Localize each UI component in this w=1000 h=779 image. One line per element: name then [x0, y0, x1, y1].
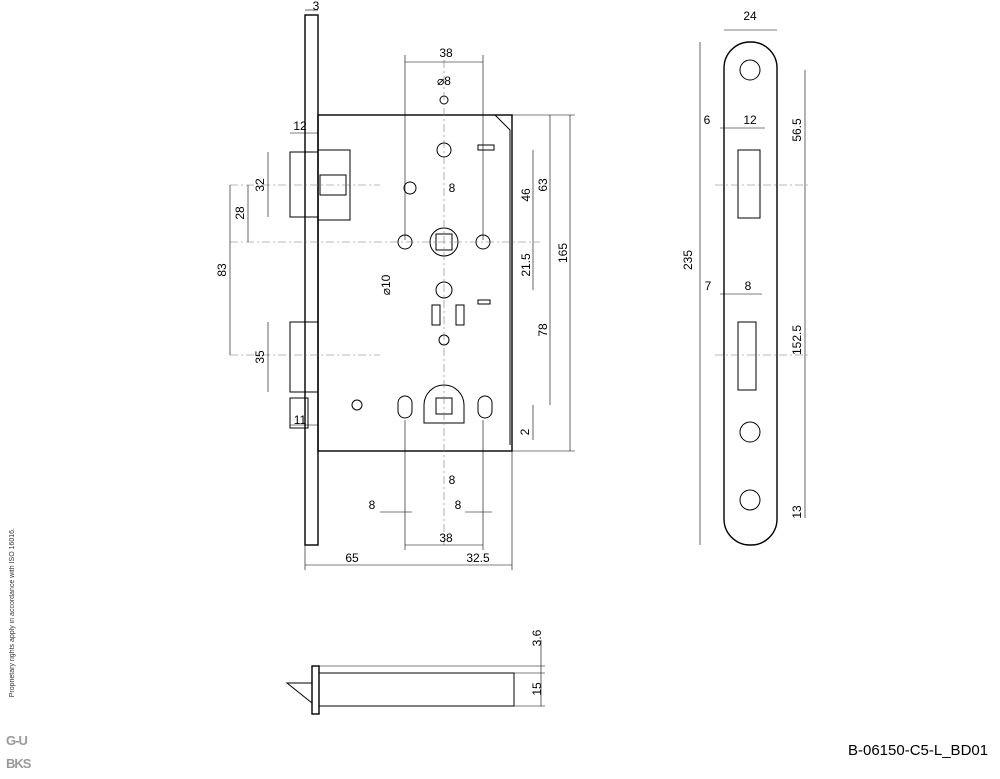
latch — [289, 151, 319, 218]
dim-cylinder-offset: 2 — [518, 428, 532, 435]
lock-side-view — [285, 640, 545, 715]
faceplate — [304, 14, 319, 546]
dim-cylinder-square: 8 — [449, 473, 456, 487]
dim-faceplate-thickness: 3 — [313, 0, 320, 13]
dim-hole-dia: ⌀10 — [379, 274, 393, 295]
dimension-lines — [229, 9, 575, 570]
dim-spindle-offset: 21.5 — [519, 253, 533, 277]
cylinder-cutout — [423, 384, 465, 424]
dim-bolt-height: 35 — [253, 350, 267, 364]
drawing-code: B-06150-C5-L_BD01 — [848, 742, 989, 759]
dim-strike-bottom: 13 — [790, 505, 804, 519]
dim-strike-bolt-width: 8 — [745, 279, 752, 293]
dim-strike-top: 56.5 — [790, 118, 804, 142]
dim-strike-bolt-offset: 152.5 — [790, 325, 804, 355]
dim-46: 46 — [519, 188, 533, 202]
dim-case-height: 165 — [556, 243, 570, 263]
dim-strike-latch-left: 6 — [704, 113, 711, 127]
bks-logo: BKS — [6, 756, 31, 771]
dim-bolt-offset: 11 — [294, 413, 307, 427]
dim-latch-offset: 12 — [293, 119, 307, 133]
dim-spindle-to-cylinder: 78 — [536, 323, 550, 337]
dim-latch-to-spindle: 28 — [233, 206, 247, 220]
gu-logo: G-U — [6, 733, 28, 748]
deadbolt — [289, 321, 319, 393]
dim-half-case: 32.5 — [466, 551, 490, 565]
dim-spindle-square: 8 — [449, 181, 456, 195]
proprietary-note: Proprietary rights apply in accordance w… — [9, 528, 16, 698]
dim-strike-length: 235 — [681, 250, 695, 270]
lock-front-view — [230, 14, 540, 546]
strike-plate — [699, 29, 810, 546]
dim-63: 63 — [536, 178, 550, 192]
dim-latch-height: 32 — [253, 178, 267, 192]
dim-latch-to-bolt: 83 — [215, 263, 229, 277]
dim-side-flange: 3.6 — [530, 629, 544, 646]
dim-backset: 65 — [345, 551, 359, 565]
dim-top-hole: ⌀8 — [437, 74, 451, 88]
dim-left-hole: 8 — [369, 498, 376, 512]
dim-bottom-width: 38 — [439, 531, 453, 545]
lock-case — [317, 114, 513, 452]
dim-strike-bolt-left: 7 — [705, 279, 712, 293]
dim-top-width: 38 — [439, 46, 453, 60]
dim-right-hole: 8 — [455, 498, 462, 512]
dim-strike-latch-width: 12 — [743, 113, 757, 127]
dim-strike-width: 24 — [743, 9, 757, 23]
dim-side-thickness: 15 — [530, 682, 544, 696]
